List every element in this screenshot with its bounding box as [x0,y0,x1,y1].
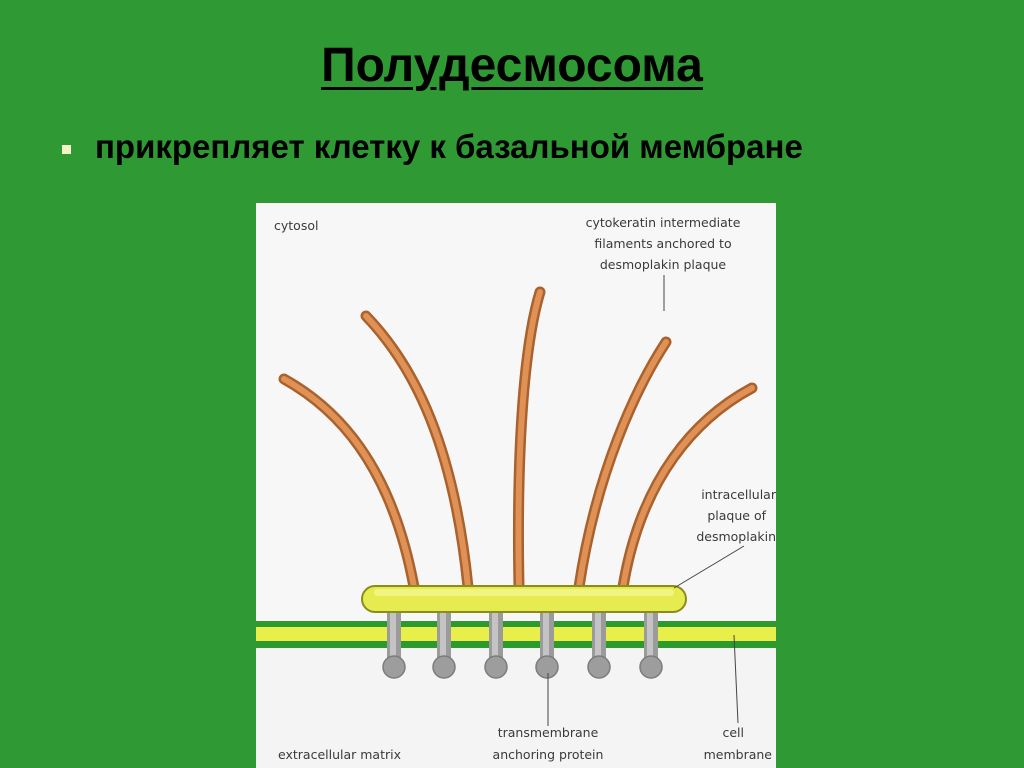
filament [278,373,420,593]
cell-membrane [256,621,776,648]
anchoring-protein [484,610,508,679]
anchoring-proteins [382,610,663,679]
slide-title: Полудесмосома [0,38,1024,93]
extracellular-region [256,648,776,768]
filament [576,339,669,590]
filament [573,336,672,593]
anchoring-protein [535,610,559,679]
leader-lines [547,275,745,726]
bullet-square-icon [62,144,71,154]
filament [360,310,474,593]
bullet-item: прикрепляет клетку к базальной мембране [62,128,803,166]
anchoring-protein [432,610,456,679]
filament [281,376,417,590]
label-filaments-1: cytokeratin intermediate [586,215,741,230]
hemidesmosome-diagram: cytosol cytokeratin intermediate filamen… [256,203,776,768]
intermediate-filaments [278,286,758,593]
label-extracellular-matrix: extracellular matrix [278,747,401,762]
filament [363,313,471,590]
label-protein-2: anchoring protein [493,747,604,762]
slide-title-text: Полудесмосома [321,39,703,92]
label-protein-1: transmembrane [498,725,599,740]
label-plaque-3: desmoplakin [696,529,776,544]
diagram-canvas: cytosol cytokeratin intermediate filamen… [256,215,776,768]
filament [620,385,755,590]
filament [515,289,543,590]
anchoring-protein [382,610,406,679]
bullet-text: прикрепляет клетку к базальной мембране [95,128,803,165]
label-filaments-2: filaments anchored to [594,236,731,251]
label-filaments-3: desmoplakin plaque [600,257,727,272]
label-cytosol: cytosol [274,218,318,233]
anchoring-protein [587,610,611,679]
label-plaque-1: intracellular [701,487,776,502]
anchoring-protein [639,610,663,679]
label-membrane-1: cell [722,725,744,740]
label-membrane-2: membrane [704,747,773,762]
label-plaque-2: plaque of [707,508,766,523]
